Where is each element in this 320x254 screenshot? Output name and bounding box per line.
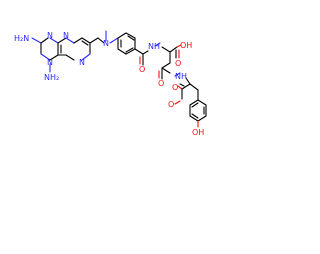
atom-labels: H₂N NH₂ N N N N N NH O OH O O NH O O OH xyxy=(14,31,204,137)
benzoyl-ring xyxy=(117,32,144,55)
ring-n-3-label: N xyxy=(63,31,69,40)
nh2-bottom-label: NH₂ xyxy=(44,73,59,82)
ester-o-double-label: O xyxy=(172,83,178,92)
nh2-top-label: H₂N xyxy=(14,34,29,43)
methylene-linker xyxy=(89,30,119,44)
amide-nh-1-label: NH xyxy=(148,42,160,51)
amide-o-2-label: O xyxy=(158,79,164,88)
molecule-drawing: H₂N NH₂ N N N N N NH O OH O O NH O O OH xyxy=(14,30,207,137)
acid-oh-label: OH xyxy=(180,41,192,50)
phenol-oh-label: OH xyxy=(192,128,204,137)
structure-diagram: H₂N NH₂ N N N N N NH O OH O O NH O O OH xyxy=(14,30,207,137)
pteridine-ring-left xyxy=(31,37,62,73)
amine-n-label: N xyxy=(103,39,109,48)
tyrosine-ester xyxy=(174,77,199,105)
acid-o-label: O xyxy=(175,59,181,68)
ester-o-single-label: O xyxy=(168,100,174,109)
benzamide-group xyxy=(139,42,161,66)
ring-n-4-label: N xyxy=(79,58,85,67)
pteridine-ring-right xyxy=(57,37,91,61)
ring-n-1-label: N xyxy=(47,31,53,40)
amide-nh-2-label: NH xyxy=(175,72,187,81)
amide-o-1-label: O xyxy=(139,65,145,74)
ring-n-2-label: N xyxy=(47,58,53,67)
glutamate-backbone xyxy=(158,44,182,80)
phenol-ring xyxy=(189,99,207,128)
